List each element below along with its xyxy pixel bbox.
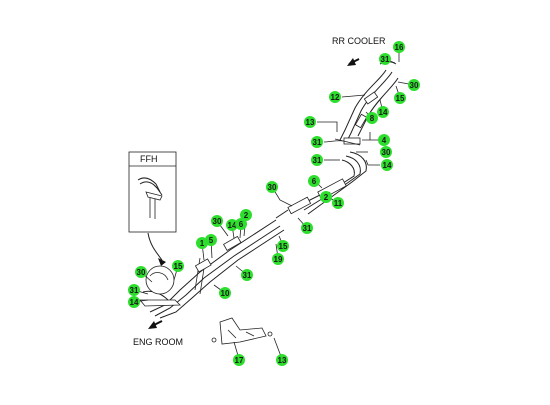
svg-text:12: 12 (331, 93, 340, 102)
svg-text:17: 17 (235, 356, 244, 365)
svg-text:15: 15 (174, 262, 183, 271)
svg-text:31: 31 (313, 138, 322, 147)
svg-text:13: 13 (278, 356, 287, 365)
callout-30: 30 (380, 146, 392, 158)
svg-text:14: 14 (130, 298, 139, 307)
svg-text:6: 6 (312, 177, 317, 186)
svg-text:4: 4 (382, 136, 387, 145)
svg-text:1: 1 (200, 239, 205, 248)
svg-text:30: 30 (410, 81, 419, 90)
callout-30: 30 (266, 181, 278, 193)
callout-8: 8 (366, 112, 378, 124)
svg-text:10: 10 (221, 289, 230, 298)
svg-text:15: 15 (279, 242, 288, 251)
svg-text:31: 31 (381, 55, 390, 64)
callout-14: 14 (128, 296, 140, 308)
callout-31: 31 (241, 269, 253, 281)
callout-10: 10 (219, 287, 231, 299)
inset-pointer-arrowhead (158, 258, 166, 266)
callout-15: 15 (277, 240, 289, 252)
callout-5: 5 (205, 234, 217, 246)
upper-tube-assembly (334, 61, 399, 146)
callout-14: 14 (226, 219, 238, 231)
svg-text:31: 31 (243, 271, 252, 280)
callout-31: 31 (301, 222, 313, 234)
rr-cooler-label: RR COOLER (332, 36, 386, 46)
callout-31: 31 (128, 284, 140, 296)
callout-15: 15 (172, 260, 184, 272)
svg-text:31: 31 (130, 286, 139, 295)
svg-text:30: 30 (137, 268, 146, 277)
svg-text:2: 2 (324, 193, 329, 202)
callout-30: 30 (135, 266, 147, 278)
svg-text:6: 6 (239, 220, 244, 229)
svg-text:31: 31 (303, 224, 312, 233)
svg-text:2: 2 (244, 211, 249, 220)
svg-text:13: 13 (306, 118, 315, 127)
svg-text:14: 14 (383, 161, 392, 170)
svg-text:14: 14 (379, 108, 388, 117)
svg-text:30: 30 (382, 148, 391, 157)
callout-14: 14 (381, 159, 393, 171)
callout-31: 31 (311, 136, 323, 148)
callout-30: 30 (211, 215, 223, 227)
lower-tube-assembly (139, 219, 285, 319)
callout-6: 6 (235, 218, 247, 230)
svg-text:8: 8 (370, 114, 375, 123)
svg-text:11: 11 (334, 199, 343, 208)
svg-text:30: 30 (213, 217, 222, 226)
callout-30: 30 (408, 79, 420, 91)
callout-19: 19 (272, 253, 284, 265)
callout-11: 11 (332, 197, 344, 209)
callout-31: 31 (379, 53, 391, 65)
ffh-inset: FFH (128, 151, 177, 233)
inset-pointer (147, 232, 163, 261)
callout-2: 2 (320, 191, 332, 203)
callout-17: 17 (233, 354, 245, 366)
eng-room-label: ENG ROOM (133, 337, 183, 347)
callout-circles: 16 31 30 15 12 14 8 13 4 31 30 31 14 6 3… (128, 41, 420, 366)
arrow-to-eng-room (148, 320, 163, 329)
svg-text:16: 16 (395, 43, 404, 52)
callout-2: 2 (240, 209, 252, 221)
bracket-17 (211, 317, 273, 345)
callout-12: 12 (329, 91, 341, 103)
callout-13: 13 (304, 116, 316, 128)
svg-text:14: 14 (228, 221, 237, 230)
svg-text:15: 15 (396, 94, 405, 103)
svg-text:30: 30 (268, 183, 277, 192)
svg-text:5: 5 (209, 236, 214, 245)
callout-31: 31 (311, 154, 323, 166)
svg-text:31: 31 (313, 156, 322, 165)
ffh-label: FFH (140, 154, 158, 164)
callout-14: 14 (377, 106, 389, 118)
callout-4: 4 (378, 134, 390, 146)
callout-13: 13 (276, 354, 288, 366)
callout-6: 6 (308, 175, 320, 187)
svg-text:19: 19 (274, 255, 283, 264)
callout-16: 16 (393, 41, 405, 53)
arrow-to-rr-cooler (347, 58, 360, 66)
callout-15: 15 (394, 92, 406, 104)
